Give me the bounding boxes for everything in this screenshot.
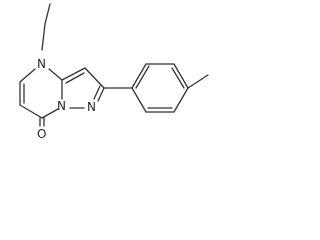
bond-ar3-ar4: [173, 63, 189, 89]
bond-ethyl-ch2-ch3: [44, 3, 51, 25]
bond-c2-n1-double: [93, 85, 101, 100]
atom-n8a: N: [57, 99, 66, 113]
bond-lines: [19, 3, 209, 127]
atom-n1: N: [87, 100, 96, 114]
bond-ar4-methyl: [187, 74, 209, 89]
structure-canvas: N N N O: [0, 0, 233, 144]
bond-ar3-ar4-double: [171, 67, 185, 89]
bond-ar4-ar5: [173, 87, 189, 113]
bond-c7-n8a: [41, 108, 59, 119]
bond-ar1-ar2-double: [135, 65, 150, 89]
bond-c3-c2: [84, 67, 105, 89]
bond-n4-c5: [19, 68, 36, 83]
molecule-drawing: N N N O: [19, 3, 209, 141]
bond-n4-ethyl: [41, 23, 46, 51]
bond-c3a-c3-double: [65, 72, 85, 84]
bond-c3a-n4: [48, 68, 63, 81]
atom-o7: O: [37, 127, 46, 141]
bond-c6-c7: [19, 104, 43, 119]
bond-ar1-ar2: [131, 63, 147, 89]
bond-c2-n1: [97, 87, 105, 102]
bond-ar6-ar1: [131, 87, 147, 113]
bond-c3a-c3: [61, 67, 86, 81]
atom-n4: N: [37, 57, 46, 71]
atom-labels: N N N O: [37, 57, 96, 141]
